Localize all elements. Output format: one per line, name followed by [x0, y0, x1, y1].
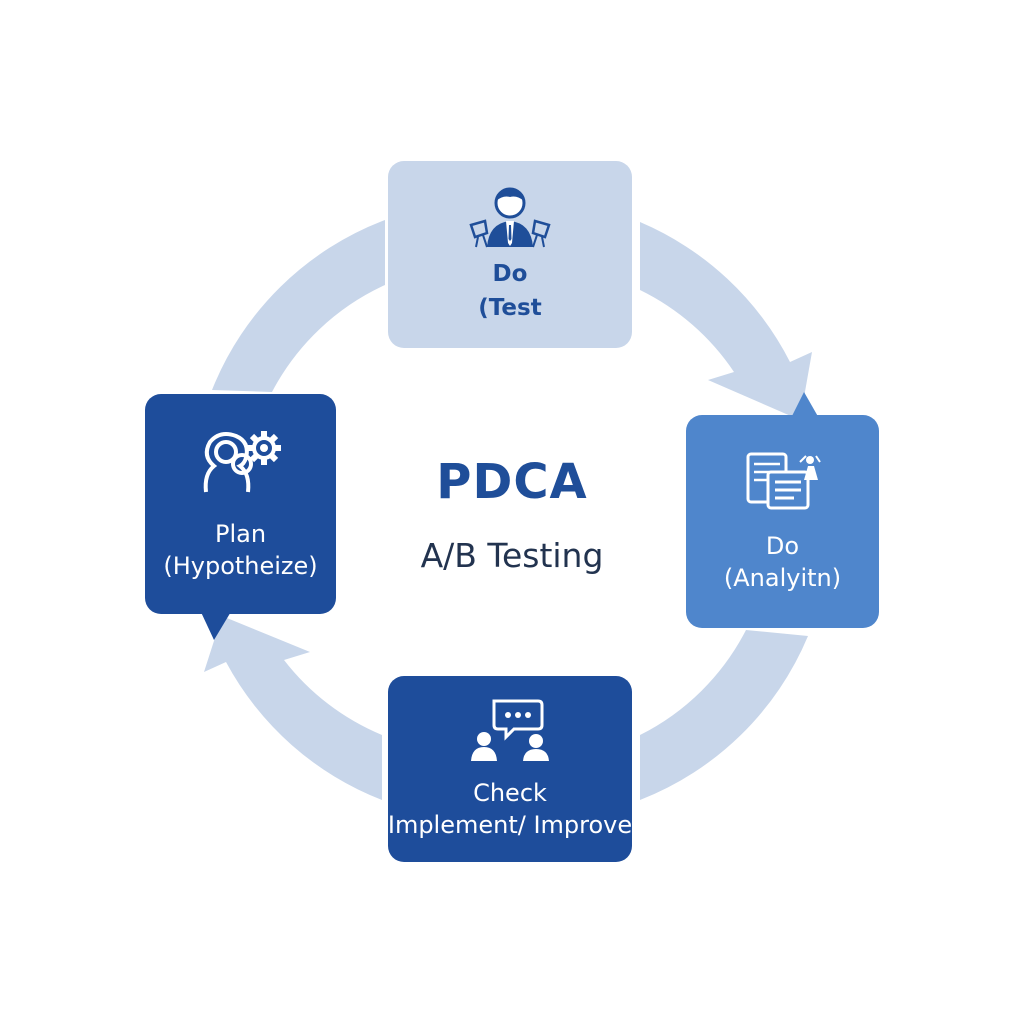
diagram-subtitle: A/B Testing: [420, 536, 604, 575]
stage-do-analyze: Do (Analyitn): [686, 415, 879, 628]
diagram-title: PDCA: [436, 454, 588, 510]
stage-do-title: Do: [492, 260, 528, 287]
stage-do-test: Do (Test: [388, 161, 632, 348]
discussion-icon: [471, 699, 549, 761]
stage-plan-subtitle: (Hypotheize): [163, 552, 318, 580]
stage-check: Check (Implement/ Improve): [379, 676, 642, 862]
ring-arc-top-left: [212, 220, 385, 392]
stage-analyze-subtitle: (Analyitn): [723, 563, 842, 592]
ring-arc-bottom-left: [204, 616, 382, 800]
stage-check-title: Check: [473, 779, 547, 807]
person-icon: [469, 187, 551, 247]
ring-arc-bottom-right: [640, 630, 808, 800]
documents-icon: [746, 452, 821, 509]
stage-plan: Plan (Hypotheize): [145, 394, 336, 614]
ring-arc-top-right: [640, 222, 812, 420]
stage-check-subtitle: (Implement/ Improve): [378, 811, 642, 839]
stage-plan-title: Plan: [214, 520, 267, 548]
head-gears-icon: [203, 431, 281, 493]
left-box-tail: [200, 610, 232, 640]
stage-do-subtitle: (Test: [478, 294, 542, 321]
stage-analyze-title: Do: [765, 531, 800, 560]
